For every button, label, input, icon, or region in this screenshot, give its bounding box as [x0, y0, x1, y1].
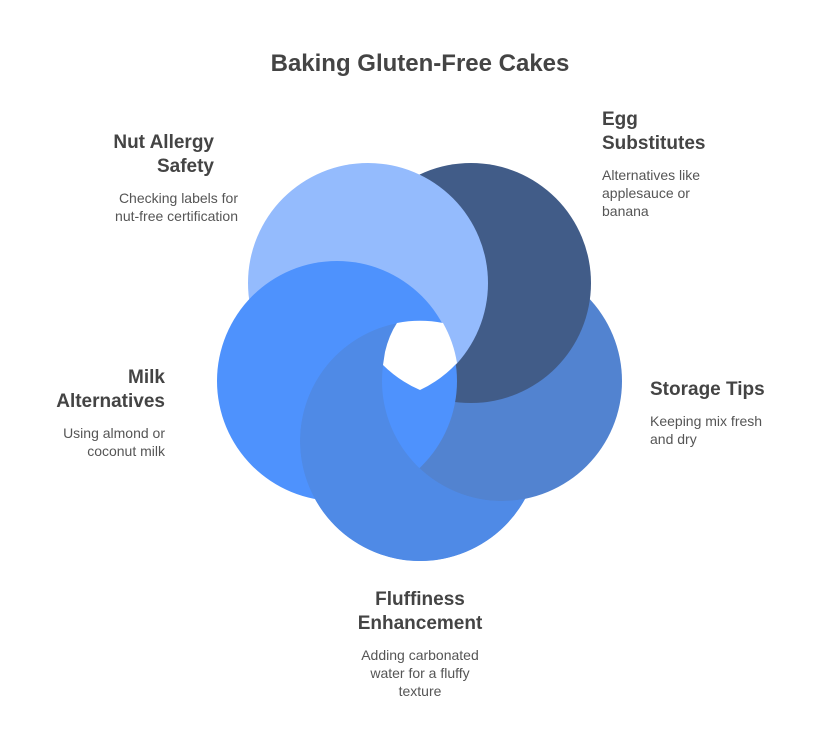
- item-title: Enhancement: [357, 613, 483, 634]
- item-title: Alternatives: [56, 391, 165, 412]
- center-hole: [383, 320, 457, 390]
- item-desc: Keeping mix fresh: [650, 413, 763, 429]
- item-title: Fluffiness: [375, 589, 465, 610]
- item-desc: Using almond or: [63, 425, 165, 441]
- item-title: Milk: [128, 367, 165, 388]
- item-desc: nut-free certification: [115, 208, 238, 224]
- item-desc: Checking labels for: [118, 190, 238, 206]
- item-title: Safety: [156, 156, 214, 177]
- item-desc: and dry: [650, 431, 697, 447]
- item-title: Substitutes: [602, 133, 706, 154]
- item-desc: texture: [398, 683, 442, 699]
- item-desc: Alternatives like: [602, 167, 701, 183]
- item-desc: Adding carbonated: [361, 647, 479, 663]
- diagram-title: Baking Gluten-Free Cakes: [270, 50, 570, 77]
- item-title: Egg: [602, 109, 638, 130]
- label-storage-tips: Storage Tips Keeping mix fresh and dry: [650, 378, 840, 448]
- item-desc: banana: [602, 203, 649, 219]
- item-desc: coconut milk: [87, 443, 165, 459]
- item-desc: water for a fluffy: [370, 665, 470, 681]
- item-title: Storage Tips: [650, 379, 765, 400]
- item-desc: applesauce or: [602, 185, 690, 201]
- item-title: Nut Allergy: [113, 132, 214, 153]
- segment-fluffiness-overlap: [300, 321, 540, 561]
